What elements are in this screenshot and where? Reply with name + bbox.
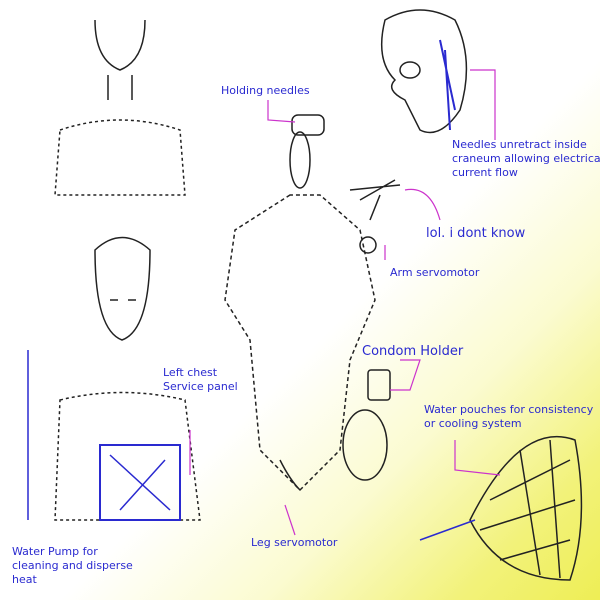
arm-servo-sketch — [359, 236, 377, 254]
label-line: Left chest — [163, 366, 218, 379]
label-line: or cooling system — [424, 417, 522, 430]
label-line: cleaning and disperse — [12, 559, 133, 572]
head-sketch-profile — [380, 9, 468, 134]
label-left-chest-panel: Left chest Service panel — [163, 366, 238, 394]
head-sketch-bottom-left — [27, 236, 201, 521]
label-line: Water pouches for consistency — [424, 403, 594, 416]
leg-servo-sketch — [342, 409, 388, 481]
label-line: Needles unretract inside — [452, 138, 587, 151]
label-needles-unretract: Needles unretract inside craneum allowin… — [452, 138, 600, 180]
label-condom-holder: Condom Holder — [362, 344, 464, 359]
label-lol: lol. i dont know — [426, 226, 526, 241]
condom-holder-sketch — [367, 369, 391, 401]
label-arm-servomotor: Arm servomotor — [390, 266, 480, 279]
label-line: Water Pump for — [12, 545, 98, 558]
label-leg-servomotor: Leg servomotor — [251, 536, 338, 549]
label-line: Service panel — [163, 380, 238, 393]
label-water-pouches: Water pouches for consistency or cooling… — [424, 403, 593, 431]
label-line: current flow — [452, 166, 518, 179]
label-holding-needles: Holding needles — [221, 84, 310, 97]
robot-body-sketch — [224, 114, 401, 492]
label-water-pump: Water Pump for cleaning and disperse hea… — [12, 545, 133, 587]
label-line: heat — [12, 573, 37, 586]
leader-lines — [189, 69, 501, 536]
label-line: craneum allowing electrical — [452, 152, 600, 165]
water-pouch-sketch — [419, 435, 583, 581]
service-panel-sketch — [99, 444, 181, 521]
head-sketch-top-left — [54, 19, 186, 196]
